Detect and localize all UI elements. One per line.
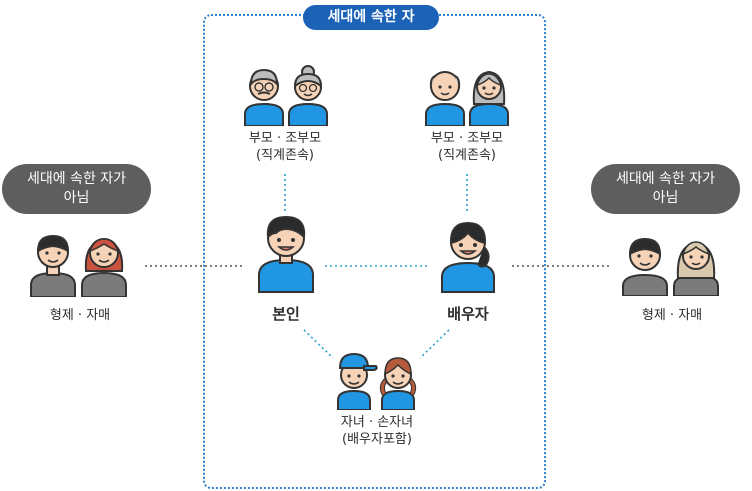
children-label-line1: 자녀 · 손자녀 [340,415,414,430]
self-parents-label: 부모 · 조부모 (직계존속) [230,130,340,164]
children-label: 자녀 · 손자녀 (배우자포함) [322,414,432,448]
self-parents-label-line1: 부모 · 조부모 [248,131,322,146]
household-title: 세대에 속한 자 [303,5,439,30]
connector-self-children [303,329,334,359]
non-household-note-right: 세대에 속한 자가 아님 [591,164,740,214]
note-left-line2: 아님 [63,190,90,206]
children-label-line2: (배우자포함) [342,432,412,447]
self-parents-label-line2: (직계존속) [256,148,314,163]
spouse-label: 배우자 [447,305,489,323]
siblings-left-icon [30,234,127,297]
self-parents-icon [244,65,328,126]
spouse-parents-icon [425,70,509,126]
spouse-parents-label-line1: 부모 · 조부모 [430,131,504,146]
spouse-icon [441,221,495,293]
note-right-line2: 아님 [652,190,679,206]
spouse-parents-label-line2: (직계존속) [438,148,496,163]
siblings-right-icon [622,237,719,296]
non-household-note-left: 세대에 속한 자가 아님 [2,164,151,214]
self-label: 본인 [272,305,300,323]
note-left-line1: 세대에 속한 자가 [26,171,127,187]
siblings-right-label: 형제 · 자매 [641,308,703,323]
siblings-left-label: 형제 · 자매 [49,308,111,323]
note-right-line1: 세대에 속한 자가 [615,171,716,187]
self-icon [258,215,314,293]
children-icon [337,352,417,410]
spouse-parents-label: 부모 · 조부모 (직계존속) [412,130,522,164]
connector-spouse-children [419,329,450,359]
